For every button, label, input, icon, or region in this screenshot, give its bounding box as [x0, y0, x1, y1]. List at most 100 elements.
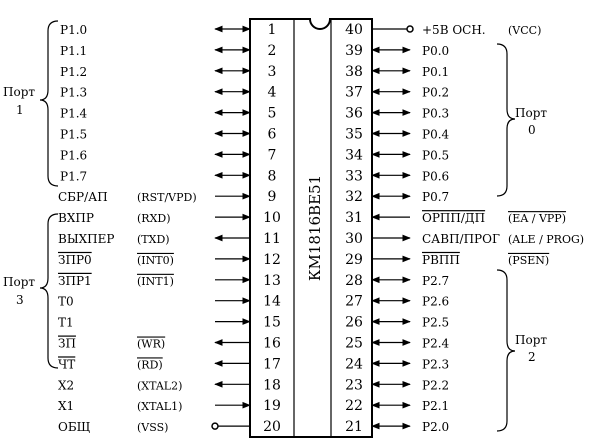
right-pin-23-number: 23: [345, 377, 363, 393]
right-pin-38-number: 38: [345, 64, 363, 80]
right-pin-35-label: P0.4: [422, 128, 450, 142]
left-pin-4-label: P1.3: [60, 86, 87, 100]
left-pin-column: 1P1.02P1.13P1.24P1.35P1.46P1.57P1.68P1.7…: [58, 22, 281, 435]
left-pin-5-number: 5: [268, 106, 277, 122]
right-pin-32-number: 32: [345, 189, 363, 205]
left-pin-15-label: Т1: [58, 316, 74, 330]
right-pin-25-number: 25: [345, 336, 363, 352]
right-pin-40-pad: [406, 25, 414, 33]
right-pin-26-number: 26: [345, 315, 363, 331]
right-pin-21-number: 21: [345, 419, 363, 435]
port2-brace: [496, 269, 516, 432]
left-pin-11-label: ВЫХПЕР: [58, 232, 114, 246]
left-pin-1-label: P1.0: [60, 23, 87, 37]
left-pin-18-label: X2: [58, 378, 74, 392]
right-pin-32-label: P0.7: [422, 190, 449, 204]
left-pin-12-alt-label: (INT0): [137, 254, 174, 267]
right-pin-22-label: P2.1: [422, 399, 449, 413]
right-pin-31-alt-label: (EA / VPP): [508, 212, 566, 225]
right-pin-30-alt-label: (ALE / PROG): [508, 233, 584, 246]
right-pin-29-alt-label: (PSEN): [508, 254, 549, 267]
chip-name: КМ1816ВЕ51: [306, 175, 324, 281]
left-pin-17-alt-label: (RD): [137, 358, 163, 371]
right-pin-31-label: ОРПП/ДП: [422, 211, 485, 225]
left-pin-12-label: ЗПР0: [58, 253, 92, 267]
left-pin-18-alt-label: (XTAL2): [137, 379, 182, 392]
right-pin-21-label: P2.0: [422, 420, 449, 434]
left-pin-2-label: P1.1: [60, 44, 87, 58]
left-pin-17-number: 17: [263, 356, 281, 372]
left-pin-19-alt-label: (XTAL1): [137, 400, 182, 413]
right-pin-30-label: САВП/ПРОГ: [422, 232, 500, 246]
left-pin-18-number: 18: [263, 377, 281, 393]
left-pin-7-label: P1.6: [60, 148, 87, 162]
right-pin-40-number: 40: [345, 22, 363, 38]
left-pin-10-alt-label: (RXD): [137, 212, 171, 225]
left-pin-13-label: ЗПР1: [58, 274, 92, 288]
left-pin-9-label: СБР/АП: [58, 190, 108, 204]
left-pin-7-number: 7: [268, 147, 277, 163]
left-pin-4-number: 4: [268, 85, 277, 101]
left-pin-3-number: 3: [268, 64, 277, 80]
left-pin-14-label: Т0: [58, 295, 74, 309]
chip-body: [249, 18, 373, 438]
right-pin-39-number: 39: [345, 43, 363, 59]
left-pin-13-number: 13: [263, 273, 281, 289]
right-pin-28-label: P2.7: [422, 274, 449, 288]
left-pin-8-label: P1.7: [60, 169, 87, 183]
right-pin-37-number: 37: [345, 85, 363, 101]
right-pin-38-label: P0.1: [422, 65, 449, 79]
left-pin-16-alt-label: (WR): [137, 338, 165, 351]
left-pin-8-number: 8: [268, 168, 277, 184]
left-pin-6-number: 6: [268, 127, 277, 143]
port0-brace: [496, 43, 516, 197]
right-pin-27-number: 27: [345, 294, 363, 310]
port2-label-line1: Порт: [515, 333, 547, 347]
left-pin-1-number: 1: [268, 22, 277, 38]
right-pin-31-number: 31: [345, 210, 363, 226]
left-pin-2-number: 2: [268, 43, 277, 59]
right-pin-33-label: P0.6: [422, 169, 449, 183]
right-pin-34-number: 34: [345, 147, 363, 163]
left-pin-16-label: ЗП: [58, 337, 76, 351]
right-pin-22-number: 22: [345, 398, 363, 414]
port3-brace: [39, 213, 59, 369]
port3-label-line1: Порт: [3, 275, 35, 289]
right-pin-29-number: 29: [345, 252, 363, 268]
right-pin-40-label: +5В ОСН.: [422, 23, 486, 37]
right-pin-29-label: РВПП: [422, 253, 460, 267]
right-pin-26-label: P2.5: [422, 316, 449, 330]
left-pin-15-number: 15: [263, 315, 281, 331]
right-pin-33-number: 33: [345, 168, 363, 184]
port0-label-line1: Порт: [515, 106, 547, 120]
left-pin-20-number: 20: [263, 419, 281, 435]
left-pin-10-label: ВХПР: [58, 211, 94, 225]
left-pin-20-alt-label: (VSS): [137, 421, 168, 434]
right-pin-40-alt-label: (VCC): [508, 24, 541, 37]
right-pin-37-label: P0.2: [422, 86, 449, 100]
right-pin-35-number: 35: [345, 127, 363, 143]
left-pin-12-number: 12: [263, 252, 281, 268]
left-pin-11-number: 11: [263, 231, 281, 247]
left-pin-20-label: ОБЩ: [58, 420, 91, 434]
right-pin-25-label: P2.4: [422, 337, 450, 351]
left-pin-17-label: ЧТ: [58, 357, 75, 371]
left-pin-16-number: 16: [263, 336, 281, 352]
left-pin-19-label: X1: [58, 399, 74, 413]
left-pin-5-label: P1.4: [60, 107, 88, 121]
port2-label-line2: 2: [528, 350, 536, 364]
port1-brace: [39, 20, 59, 187]
left-pin-19-number: 19: [263, 398, 281, 414]
right-pin-24-label: P2.3: [422, 357, 449, 371]
right-pin-27-label: P2.6: [422, 295, 449, 309]
right-pin-23-label: P2.2: [422, 378, 449, 392]
right-pin-24-number: 24: [345, 356, 363, 372]
left-pin-9-alt-label: (RST/VPD): [137, 191, 197, 204]
port1-label-line1: Порт: [3, 85, 35, 99]
right-pin-28-number: 28: [345, 273, 363, 289]
left-pin-9-number: 9: [268, 189, 277, 205]
right-pin-34-label: P0.5: [422, 148, 449, 162]
right-pin-39-label: P0.0: [422, 44, 449, 58]
right-pin-36-number: 36: [345, 106, 363, 122]
